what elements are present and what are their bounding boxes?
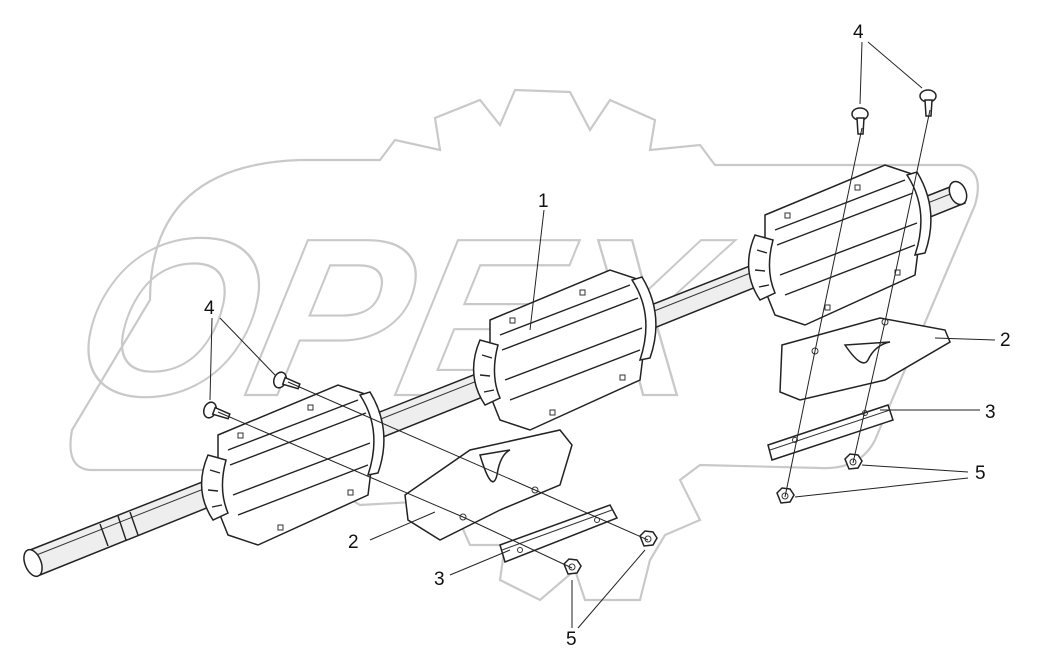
callout-5-right: 5 xyxy=(975,463,986,484)
callout-4-left: 4 xyxy=(204,298,215,319)
callout-labels: 1 2 2 3 3 4 4 5 5 xyxy=(204,22,1011,650)
plate-right xyxy=(767,404,894,461)
callout-5-bottom: 5 xyxy=(566,629,577,650)
callout-4-top: 4 xyxy=(853,22,864,43)
bracket-right xyxy=(779,317,951,401)
drum-right xyxy=(747,164,932,326)
callout-3-right: 3 xyxy=(985,402,996,423)
callout-2-right: 2 xyxy=(1000,330,1011,351)
callout-1: 1 xyxy=(538,191,549,212)
assembly-lines xyxy=(217,109,931,569)
plate-left xyxy=(499,504,619,563)
callout-leaders xyxy=(209,41,996,629)
callout-2-left: 2 xyxy=(348,532,359,553)
bracket-left xyxy=(404,429,573,541)
callout-3-left: 3 xyxy=(434,569,445,590)
